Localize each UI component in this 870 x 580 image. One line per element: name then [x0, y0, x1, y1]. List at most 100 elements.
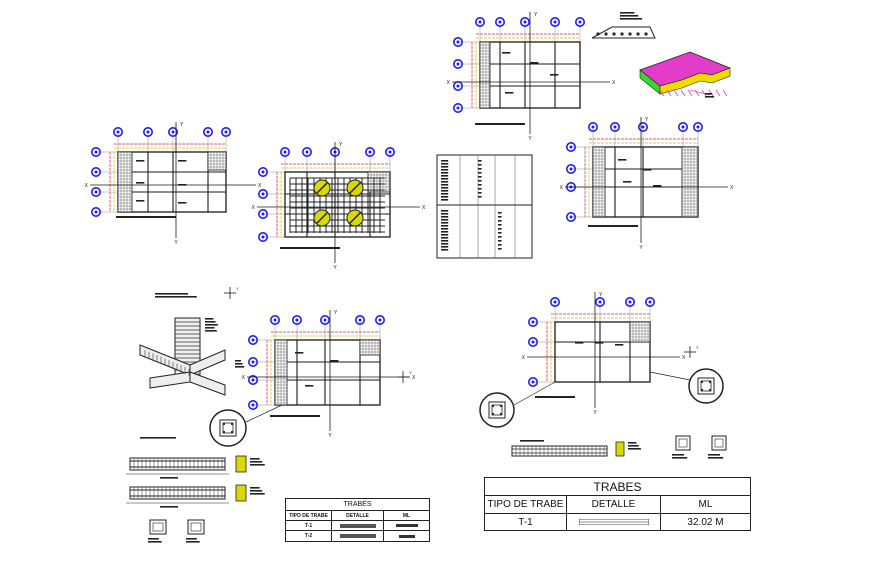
annotation-text-block [643, 169, 652, 171]
grid-bubble-icon [384, 147, 395, 158]
rebar-dot [222, 430, 226, 434]
trabes-table-small-title: TRABES [286, 499, 429, 511]
annotation-text-line [235, 366, 245, 368]
drawing-line [673, 89, 679, 97]
annotation-text-line [250, 464, 265, 466]
annotation-text-block [186, 538, 200, 543]
grid-bubble-dot [531, 320, 535, 324]
annotation-text-block [498, 236, 502, 238]
annotation-text-block [305, 385, 314, 387]
annotation-text-block [136, 160, 145, 162]
axis-label: Y [593, 410, 597, 416]
hatch-fill [592, 146, 606, 218]
grid-bubble-circle [354, 314, 365, 325]
grid-bubble-dot [146, 130, 150, 134]
grid-bubble-circle [384, 147, 395, 158]
grid-bubble-icon [248, 356, 259, 367]
grid-bubble-dot [569, 215, 573, 219]
annotation-text-line [441, 210, 449, 212]
annotation-text-block [478, 184, 482, 186]
annotation-text-block [478, 180, 482, 182]
drawing-line [687, 89, 693, 97]
rebar-dot [708, 380, 712, 384]
grid-bubble-icon [587, 122, 598, 133]
annotation-text-block [235, 360, 245, 368]
grid-bubble-icon [374, 314, 385, 325]
axis-label: X [242, 375, 246, 381]
annotation-text-line [205, 318, 214, 320]
drawing-line [245, 404, 283, 423]
grid-bubble-dot [378, 318, 382, 322]
drawing-rect [235, 484, 247, 502]
grid-bubble-icon [248, 334, 259, 345]
annotation-text-line [441, 246, 449, 248]
annotation-text-line [498, 216, 502, 218]
axis-label: Y [639, 245, 643, 251]
drawing-rect [714, 438, 724, 448]
annotation-text-line [441, 222, 449, 224]
grid-bubble-icon [565, 142, 576, 153]
annotation-text-line [235, 360, 241, 362]
annotation-text-block [441, 225, 449, 227]
trabes-table-large-title: TRABES [485, 478, 750, 496]
hatch-fill [367, 171, 391, 193]
grid-bubble-dot [251, 338, 255, 342]
annotation-text-block [623, 181, 632, 183]
grid-bubble-dot [681, 125, 685, 129]
axis-cross-icon: Y [397, 370, 412, 383]
grid-bubble-circle [203, 127, 214, 138]
grid-bubble-dot [569, 167, 573, 171]
annotation-text-block [160, 506, 178, 508]
rebar-dot [491, 404, 495, 408]
annotation-text-block [441, 163, 449, 165]
grid-bubble-dot [569, 145, 573, 149]
annotation-text-line [478, 184, 482, 186]
annotation-text-line [441, 237, 449, 239]
hatch-fill [479, 41, 491, 109]
grid-bubble-dot [531, 340, 535, 344]
axis-label: Y [528, 136, 532, 142]
drawing-rect [554, 321, 651, 383]
hatch-fill [629, 321, 651, 343]
grid-bubble-circle [637, 122, 648, 133]
annotation-text-line [615, 344, 624, 346]
annotation-text-block [441, 240, 449, 242]
annotation-text-block [441, 184, 449, 186]
annotation-text-block [502, 52, 511, 54]
grid-bubble-dot [456, 62, 460, 66]
annotation-text-line [441, 160, 449, 162]
rebar-dot [596, 32, 600, 36]
drawing-rect [190, 522, 202, 532]
annotation-text-line [441, 178, 449, 180]
rebar-dot [491, 412, 495, 416]
annotation-text-block [441, 237, 449, 239]
annotation-text-block [178, 202, 187, 204]
annotation-text-line [478, 192, 482, 194]
grid-bubble-icon [113, 127, 124, 138]
annotation-text-block [498, 228, 502, 230]
drawing-rect [697, 377, 715, 395]
drawing-rect [284, 171, 391, 238]
rebar-dot [636, 32, 640, 36]
grid-bubble-dot [388, 150, 392, 154]
drawing-rect [678, 438, 688, 448]
grid-bubble-circle [549, 16, 560, 27]
annotation-text-line [140, 437, 176, 439]
annotation-text-line [478, 188, 482, 190]
grid-bubble-icon [644, 296, 655, 307]
grid-bubble-dot [591, 125, 595, 129]
grid-bubble-dot [368, 150, 372, 154]
drawing-line [315, 181, 329, 195]
annotation-text-line [186, 541, 200, 543]
grid-bubble-circle [91, 167, 102, 178]
slab-section-outline [591, 26, 656, 39]
annotation-text-block [615, 344, 624, 346]
grid-bubble-icon [248, 374, 259, 385]
annotation-text-line [441, 231, 449, 233]
grid-bubble-dot [116, 130, 120, 134]
rebar-dot [708, 388, 712, 392]
grid-bubble-circle [494, 16, 505, 27]
annotation-text-block [441, 246, 449, 248]
